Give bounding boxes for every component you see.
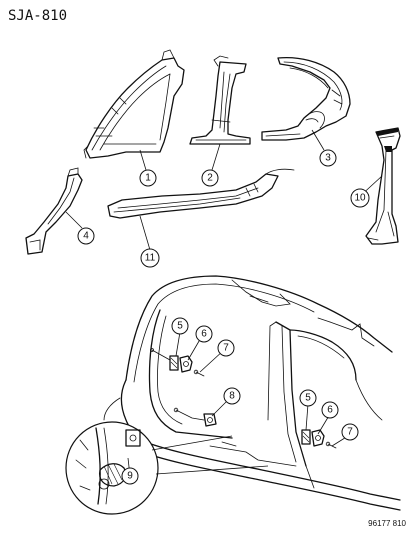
svg-text:6: 6 [327, 405, 333, 416]
svg-text:3: 3 [325, 153, 331, 164]
svg-text:11: 11 [145, 253, 156, 264]
figure-number: 96177 810 [368, 519, 406, 528]
callout-6-lower: 6 [321, 401, 339, 419]
callout-10: 10 [350, 188, 370, 208]
svg-text:5: 5 [305, 393, 311, 404]
callout-1: 1 [139, 169, 157, 187]
fastener-set-middle [173, 407, 217, 427]
callout-7-upper: 7 [217, 339, 235, 357]
callout-6-upper: 6 [195, 325, 213, 343]
part-11-sill [107, 168, 295, 219]
svg-text:8: 8 [229, 391, 235, 402]
callout-7-lower: 7 [341, 423, 359, 441]
callout-3: 3 [319, 149, 337, 167]
svg-text:6: 6 [201, 329, 207, 340]
svg-text:5: 5 [177, 321, 183, 332]
callout-8: 8 [223, 387, 241, 405]
diagram-code: SJA-810 [8, 8, 67, 24]
callout-9: 9 [121, 467, 139, 485]
svg-text:2: 2 [207, 173, 213, 184]
vehicle-body-side [103, 275, 401, 511]
svg-text:10: 10 [354, 193, 366, 204]
svg-text:7: 7 [347, 427, 353, 438]
callout-2: 2 [201, 169, 219, 187]
svg-text:1: 1 [145, 173, 151, 184]
part-2-center-pillar [189, 55, 251, 145]
callout-11: 11 [140, 248, 160, 268]
part-3-rear-quarter [261, 56, 351, 141]
detail-magnifier [65, 421, 269, 515]
part-1-front-pillar [83, 49, 185, 159]
callout-4: 4 [77, 227, 95, 245]
svg-text:7: 7 [223, 343, 229, 354]
svg-text:9: 9 [127, 471, 133, 482]
part-4-reinforcement [25, 167, 83, 255]
svg-text:4: 4 [83, 231, 89, 242]
part-10-rear-pillar [365, 127, 401, 245]
callout-5-lower: 5 [299, 389, 317, 407]
callout-5-upper: 5 [171, 317, 189, 335]
fastener-set-upper [150, 348, 205, 377]
